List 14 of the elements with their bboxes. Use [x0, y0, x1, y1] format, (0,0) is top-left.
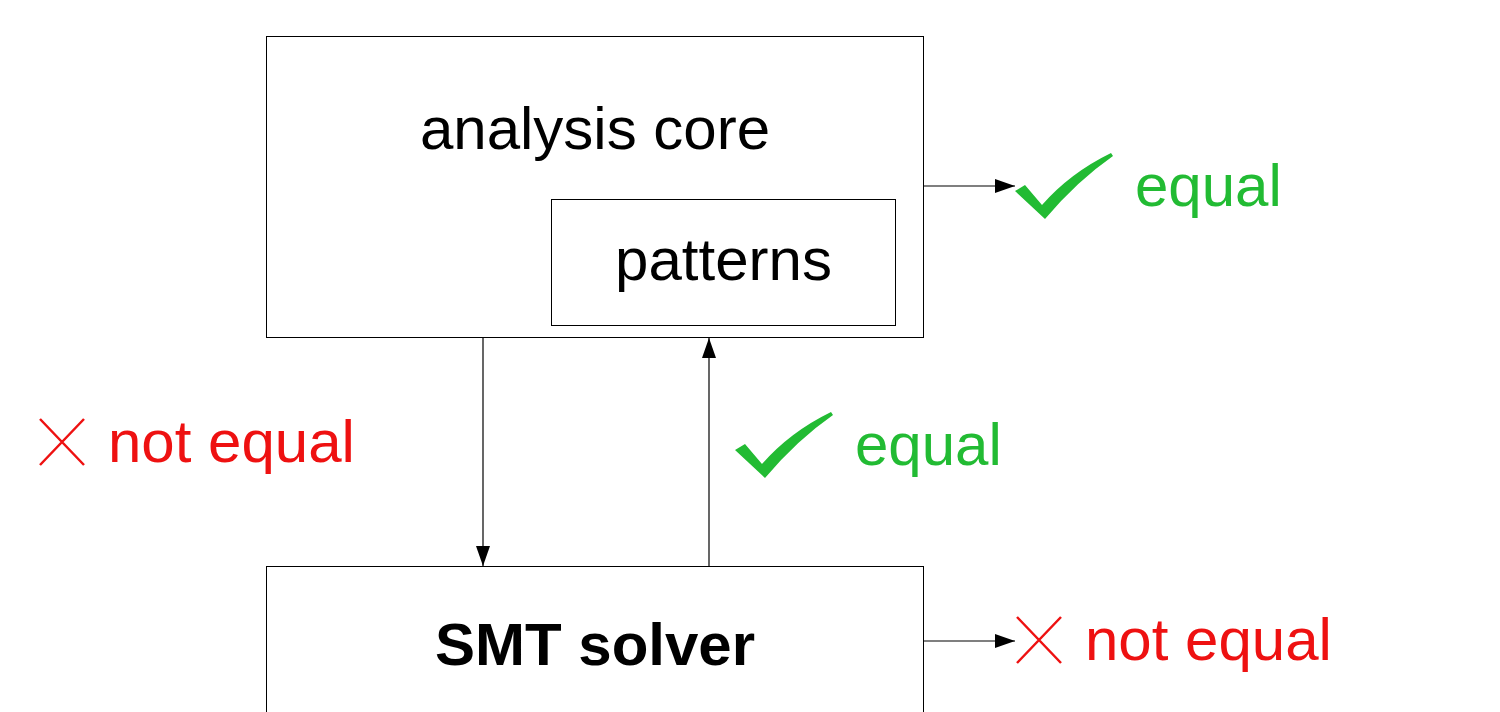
arrow: [923, 179, 1016, 193]
module-box: [551, 199, 896, 326]
box-title: SMT solver: [433, 615, 757, 675]
module-box: [266, 36, 924, 338]
result-label: not equal: [1085, 610, 1332, 670]
arrow: [476, 337, 490, 567]
edge-label: not equal: [108, 412, 355, 472]
box-label: analysis core: [418, 99, 772, 159]
arrow: [702, 337, 716, 567]
solver-box: [266, 566, 924, 712]
box-label: patterns: [614, 230, 833, 290]
result-label: equal: [1135, 156, 1282, 216]
edge-label: equal: [855, 415, 1002, 475]
arrow: [923, 634, 1016, 648]
